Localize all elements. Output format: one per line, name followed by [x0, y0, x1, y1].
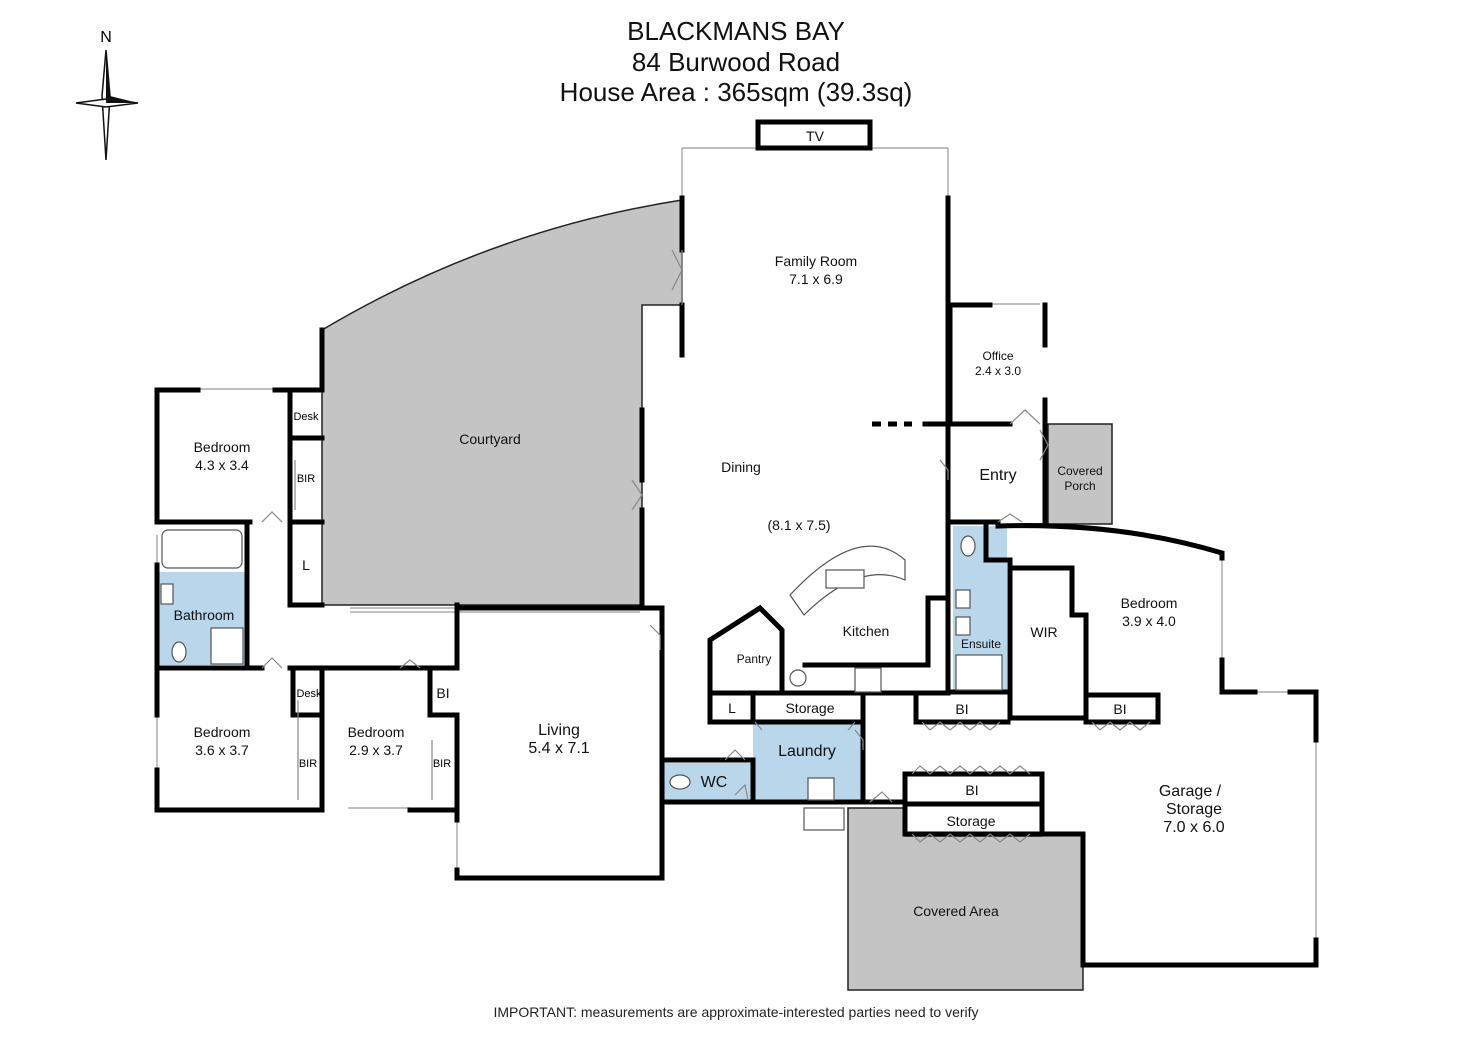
laundry-tub-icon	[807, 777, 835, 801]
outdoor-sink-icon	[803, 807, 845, 831]
bathtub-icon	[161, 529, 243, 569]
bi2-label: BI	[1113, 701, 1126, 717]
plan-header: BLACKMANS BAY 84 Burwood Road House Area…	[560, 16, 913, 107]
disclaimer-text: measurements are approximate-interested …	[577, 1004, 979, 1020]
bi3-label: BI	[965, 782, 978, 798]
linen2-label: L	[728, 700, 736, 716]
covered-porch-label-1: Covered	[1057, 464, 1102, 478]
bedroom3-name: Bedroom	[348, 724, 405, 740]
ensuite-label: Ensuite	[961, 637, 1001, 651]
plan-house-area: House Area : 365sqm (39.3sq)	[560, 77, 913, 107]
storage2-label: Storage	[946, 813, 995, 829]
walls	[154, 119, 1319, 968]
kitchen-sink-icon	[825, 569, 865, 589]
bir3-label: BIR	[433, 758, 451, 770]
ensuite-toilet-icon	[960, 535, 976, 557]
fixtures	[160, 529, 1003, 831]
family-room-name: Family Room	[775, 253, 857, 269]
plan-address: 84 Burwood Road	[632, 47, 840, 77]
ensuite-basin-icon	[955, 589, 971, 609]
desk1-label: Desk	[293, 411, 319, 423]
desk2-label: Desk	[296, 688, 322, 700]
doors	[261, 249, 1151, 843]
cooktop-icon	[854, 667, 882, 693]
wc-label: WC	[701, 774, 728, 791]
bi1-label: BI	[955, 701, 968, 717]
covered-porch-area	[1047, 423, 1113, 525]
appliance-icon	[789, 669, 807, 687]
garage-label-1: Garage /	[1159, 783, 1222, 800]
covered-porch-label-2: Porch	[1064, 479, 1095, 493]
bedroom3-size: 2.9 x 3.7	[349, 742, 403, 758]
living-size: 5.4 x 7.1	[528, 740, 589, 757]
laundry-label: Laundry	[778, 743, 836, 760]
living-name: Living	[538, 722, 580, 739]
covered-area-label: Covered Area	[913, 903, 999, 919]
bedroom-main-size: 3.9 x 4.0	[1122, 613, 1176, 629]
bedroom1-name: Bedroom	[194, 439, 251, 455]
kitchen-label: Kitchen	[843, 623, 890, 639]
tv-label: TV	[806, 128, 825, 144]
disclaimer-bold: IMPORTANT:	[493, 1004, 577, 1020]
ensuite-shower-icon	[955, 654, 1003, 691]
bathroom-label: Bathroom	[174, 607, 235, 623]
ensuite-basin-icon-2	[955, 616, 971, 636]
toilet-icon	[171, 641, 187, 663]
north-arrow-icon: N	[75, 29, 139, 161]
plan-suburb: BLACKMANS BAY	[627, 16, 845, 46]
office-size: 2.4 x 3.0	[975, 364, 1021, 378]
storage1-label: Storage	[785, 700, 834, 716]
bedroom1-size: 4.3 x 3.4	[195, 457, 249, 473]
window-lines	[156, 147, 1317, 940]
courtyard-area	[321, 199, 683, 606]
garage-label-2: Storage	[1166, 801, 1222, 818]
disclaimer-note: IMPORTANT: measurements are approximate-…	[493, 1004, 978, 1020]
bedroom2-name: Bedroom	[194, 724, 251, 740]
dining-size: (8.1 x 7.5)	[767, 517, 830, 533]
bir1-label: BIR	[297, 473, 315, 485]
bir2-label: BIR	[299, 758, 317, 770]
vanity-icon	[160, 583, 174, 605]
wc-toilet-icon	[669, 774, 691, 790]
dining-name: Dining	[721, 459, 761, 475]
courtyard-label: Courtyard	[459, 431, 520, 447]
garage-size: 7.0 x 6.0	[1163, 819, 1224, 836]
room-labels: TV Family Room 7.1 x 6.9 Office 2.4 x 3.…	[174, 128, 1225, 919]
pantry-label: Pantry	[737, 652, 772, 666]
office-name: Office	[982, 349, 1013, 363]
bedroom2-size: 3.6 x 3.7	[195, 742, 249, 758]
wir-label: WIR	[1030, 624, 1057, 640]
linen1-label: L	[302, 557, 310, 573]
entry-label: Entry	[979, 467, 1016, 484]
bi-hall-label: BI	[436, 685, 449, 701]
shower-icon	[210, 627, 244, 665]
north-label: N	[100, 29, 112, 46]
family-room-size: 7.1 x 6.9	[789, 271, 843, 287]
bedroom-main-name: Bedroom	[1121, 595, 1178, 611]
